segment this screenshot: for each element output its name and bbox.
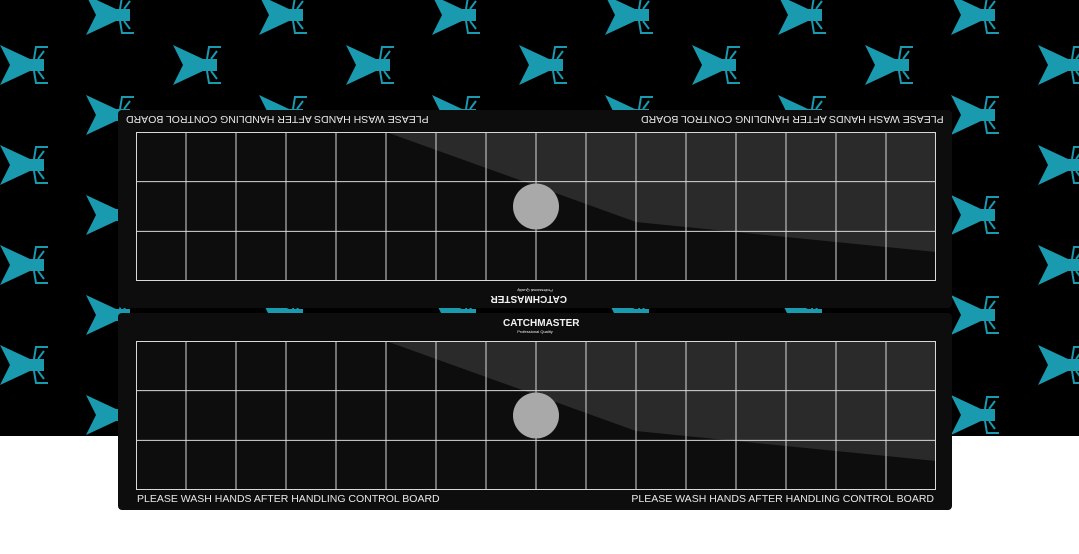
fly-icon [951, 195, 999, 235]
fly-icon [0, 245, 48, 285]
grid-bottom [136, 341, 936, 490]
fly-icon [865, 45, 913, 85]
fly-icon [605, 0, 653, 35]
fly-icon [0, 145, 48, 185]
fly-icon [692, 45, 740, 85]
fly-icon [432, 0, 480, 35]
fly-icon [86, 95, 134, 135]
brand-name: CATCHMASTER [503, 318, 580, 329]
fly-icon [86, 0, 134, 35]
warning-text-bottom-right: PLEASE WASH HANDS AFTER HANDLING CONTROL… [631, 493, 934, 505]
fly-icon [0, 45, 48, 85]
glare [386, 341, 936, 461]
glue-board-top: PLEASE WASH HANDS AFTER HANDLING CONTROL… [118, 110, 952, 308]
brand-tagline: Professional Quality [517, 329, 553, 334]
fly-icon [778, 0, 826, 35]
attractant-dot [513, 392, 559, 439]
fly-icon [951, 295, 999, 335]
fly-icon [951, 95, 999, 135]
fly-icon [259, 0, 307, 35]
warning-text-top-right: PLEASE WASH HANDS AFTER HANDLING CONTROL… [641, 113, 944, 125]
fly-icon [1038, 145, 1079, 185]
grid-top [136, 132, 936, 281]
brand-name: CATCHMASTER [490, 293, 567, 304]
fly-icon [1038, 245, 1079, 285]
fly-icon [1038, 45, 1079, 85]
fly-icon [951, 395, 999, 435]
fly-icon [951, 0, 999, 35]
fly-icon [1038, 345, 1079, 385]
fly-icon [173, 45, 221, 85]
glare [386, 132, 936, 252]
attractant-dot [513, 183, 559, 230]
fly-icon [0, 345, 48, 385]
fly-icon [519, 45, 567, 85]
fly-icon [346, 45, 394, 85]
warning-text-top-left: PLEASE WASH HANDS AFTER HANDLING CONTROL… [126, 113, 429, 125]
warning-text-bottom-left: PLEASE WASH HANDS AFTER HANDLING CONTROL… [137, 493, 440, 505]
